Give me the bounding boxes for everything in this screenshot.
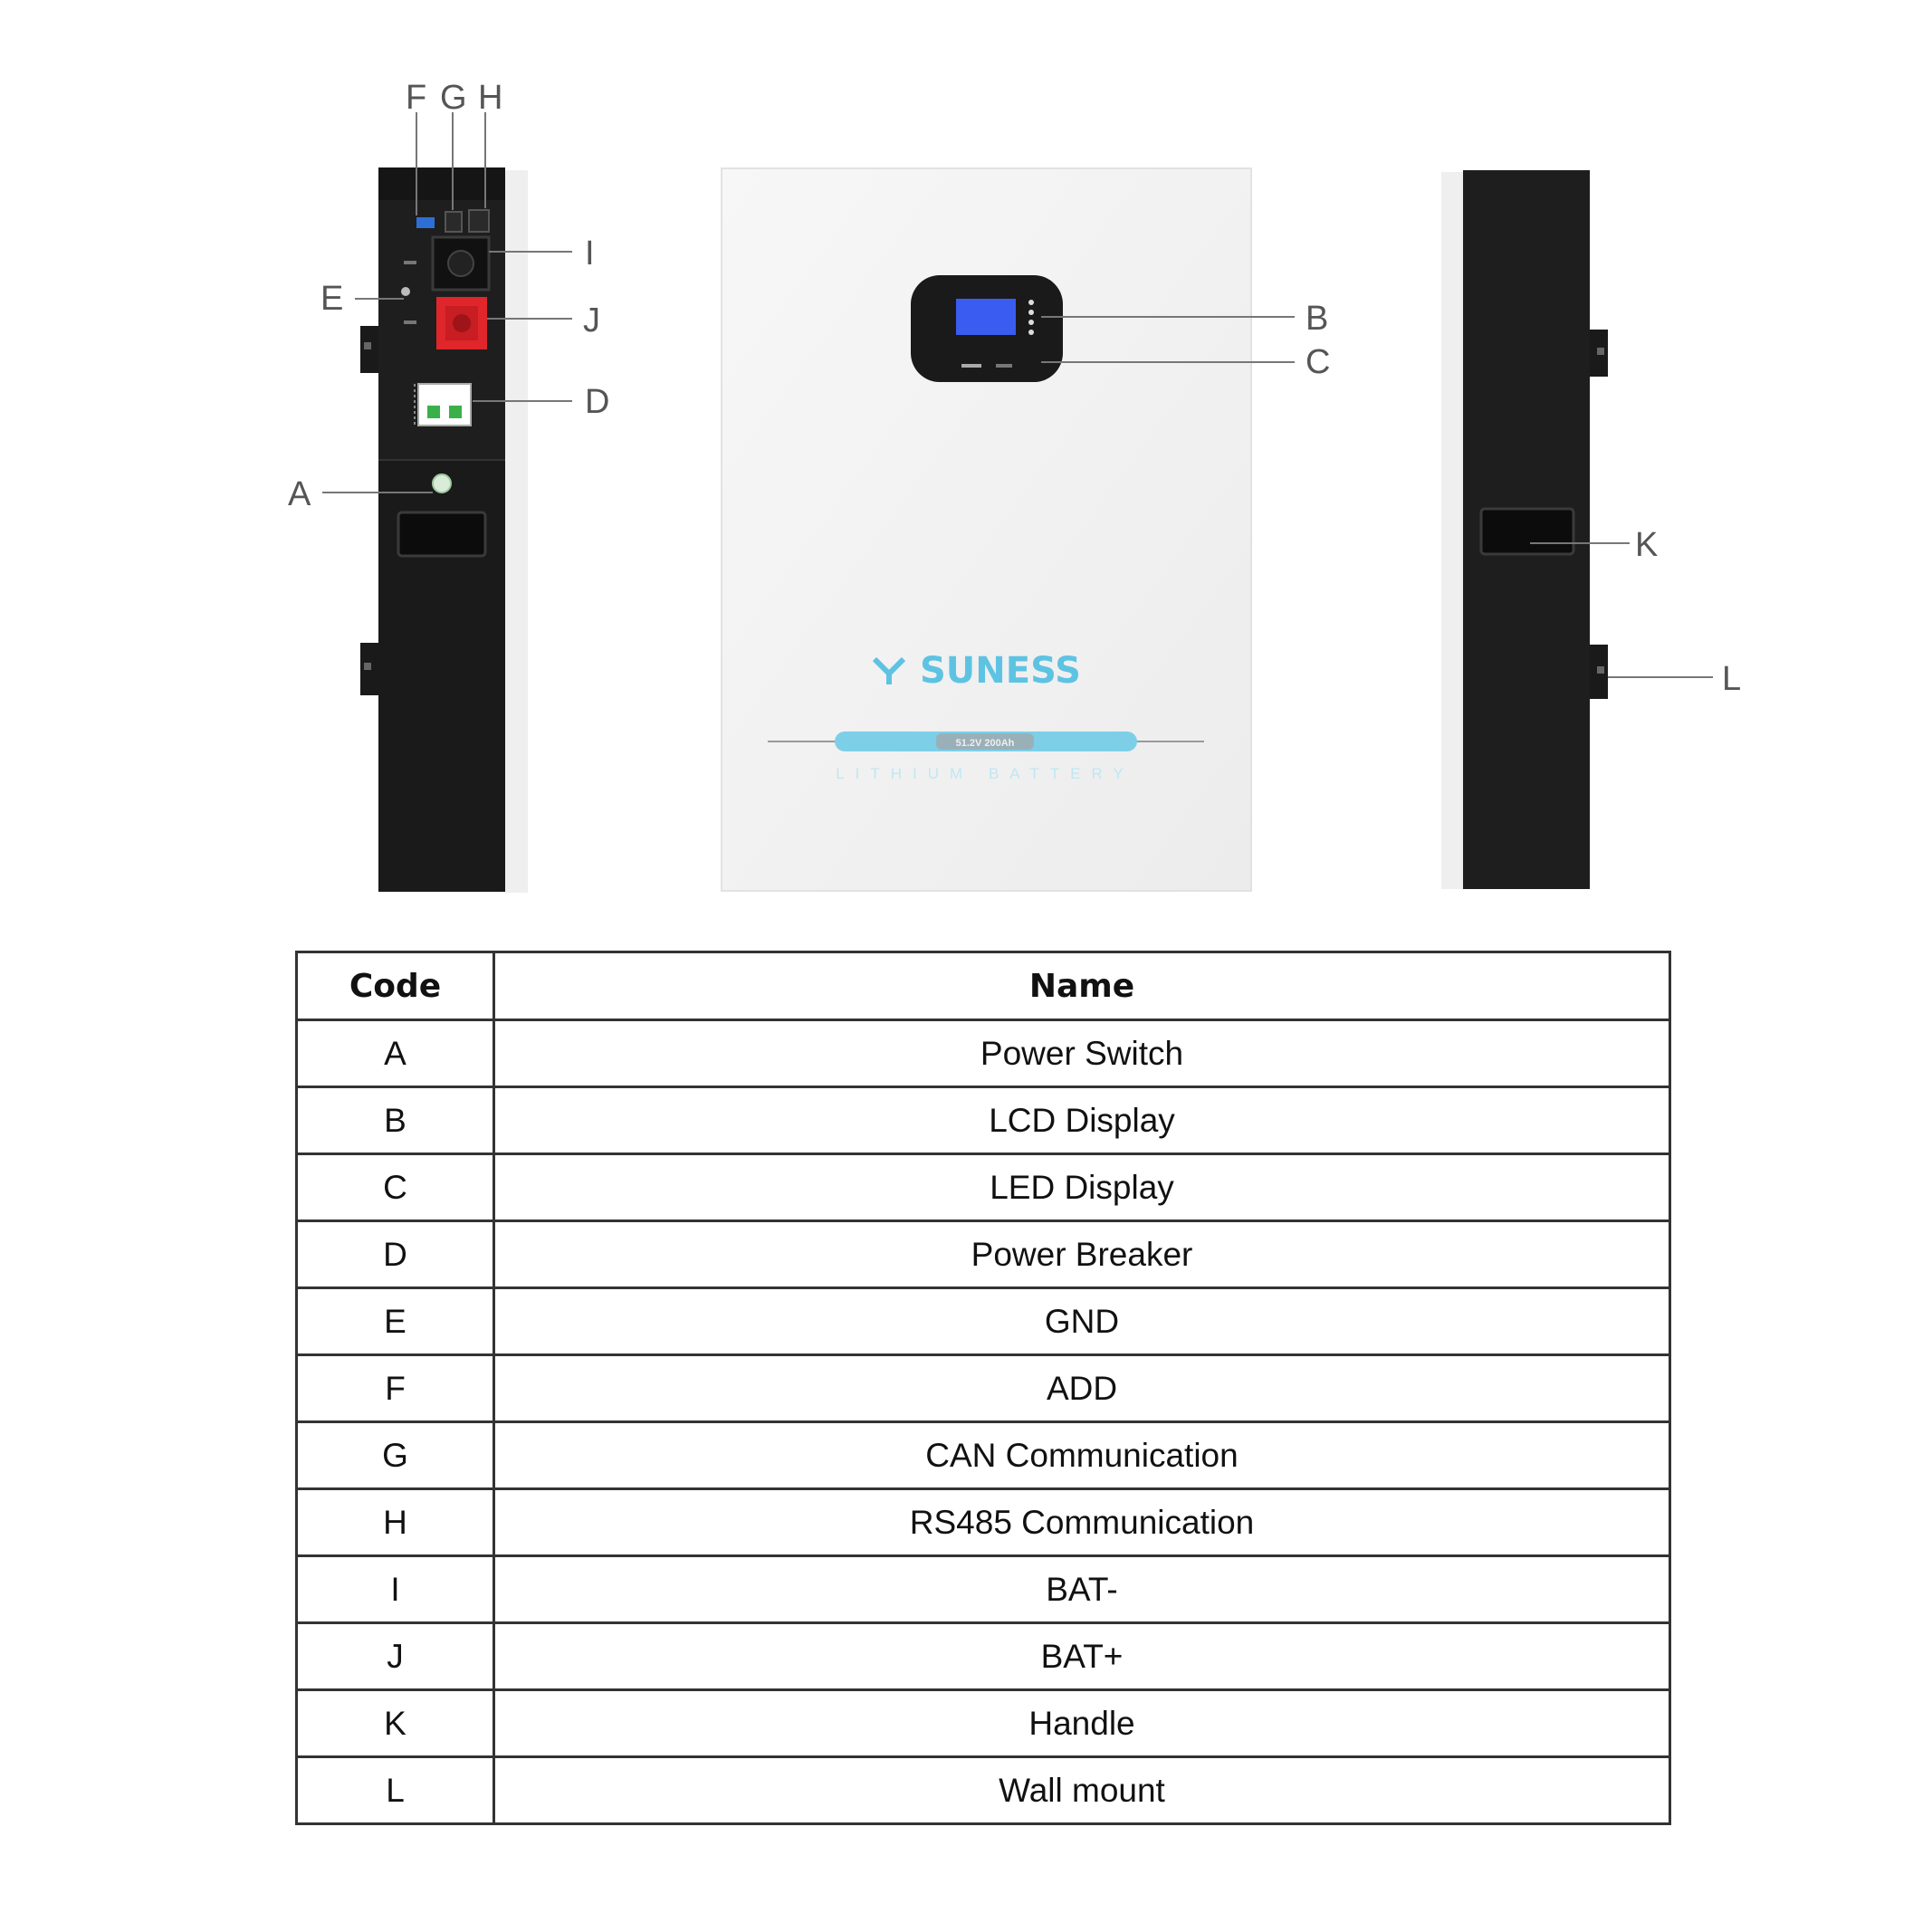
rs485-port-icon xyxy=(468,209,490,233)
rating-label: 51.2V 200Ah xyxy=(956,738,1015,749)
left-side-view xyxy=(360,167,528,893)
code-cell: F xyxy=(295,1353,495,1423)
battery-diagram: SUNESS 51.2V 200Ah LITHIUM BATTERY F G xyxy=(288,79,1741,893)
name-cell: Power Breaker xyxy=(493,1219,1671,1289)
product-line-label: LITHIUM BATTERY xyxy=(836,765,1134,782)
code-cell: A xyxy=(295,1019,495,1088)
name-cell: LCD Display xyxy=(493,1086,1671,1155)
name-cell: GND xyxy=(493,1286,1671,1356)
callout-k: K xyxy=(1635,526,1658,564)
name-cell: CAN Communication xyxy=(493,1420,1671,1490)
code-cell: C xyxy=(295,1153,495,1222)
power-switch-icon xyxy=(432,473,452,493)
callout-letters: F G H I E J D A B C K L xyxy=(288,79,1741,698)
code-cell: G xyxy=(295,1420,495,1490)
brand-name: SUNESS xyxy=(920,650,1081,692)
code-cell: B xyxy=(295,1086,495,1155)
code-cell: K xyxy=(295,1688,495,1758)
name-cell: LED Display xyxy=(493,1153,1671,1222)
suness-logo-icon xyxy=(872,656,906,684)
callout-g: G xyxy=(440,79,467,117)
name-cell: Handle xyxy=(493,1688,1671,1758)
name-cell: RS485 Communication xyxy=(493,1487,1671,1557)
callout-c: C xyxy=(1306,343,1330,381)
code-cell: E xyxy=(295,1286,495,1356)
callout-h: H xyxy=(478,79,502,117)
left-side-top-cap xyxy=(378,167,505,200)
led-indicator-icon xyxy=(961,364,981,368)
right-side-view xyxy=(1441,170,1608,889)
code-cell: I xyxy=(295,1554,495,1624)
callout-l: L xyxy=(1722,660,1741,698)
gnd-screw-icon xyxy=(401,287,410,296)
can-port-icon xyxy=(445,211,463,233)
name-cell: BAT+ xyxy=(493,1621,1671,1691)
callout-b: B xyxy=(1306,300,1328,338)
callout-d: D xyxy=(585,383,609,421)
name-cell: Power Switch xyxy=(493,1019,1671,1088)
left-side-white-edge xyxy=(502,170,528,893)
code-cell: J xyxy=(295,1621,495,1691)
code-column-header: Code xyxy=(295,951,495,1021)
callout-e: E xyxy=(320,280,343,318)
front-view: SUNESS 51.2V 200Ah LITHIUM BATTERY xyxy=(721,167,1252,892)
callout-i: I xyxy=(585,234,595,273)
right-handle-icon xyxy=(1479,507,1575,556)
callout-lines xyxy=(322,112,1713,678)
code-cell: L xyxy=(295,1755,495,1825)
code-cell: H xyxy=(295,1487,495,1557)
left-handle-icon xyxy=(397,511,487,558)
name-cell: Wall mount xyxy=(493,1755,1671,1825)
name-cell: BAT- xyxy=(493,1554,1671,1624)
callout-j: J xyxy=(583,301,600,340)
power-breaker-icon xyxy=(417,383,472,426)
name-column-header: Name xyxy=(493,951,1671,1021)
add-dip-switch-icon xyxy=(416,217,435,228)
code-cell: D xyxy=(295,1219,495,1289)
callout-f: F xyxy=(406,79,426,117)
right-side-white-edge xyxy=(1441,172,1465,889)
callout-a: A xyxy=(288,475,311,513)
lcd-screen-icon xyxy=(956,299,1016,335)
table-header-row: Code Name xyxy=(295,951,1671,1021)
name-cell: ADD xyxy=(493,1353,1671,1423)
